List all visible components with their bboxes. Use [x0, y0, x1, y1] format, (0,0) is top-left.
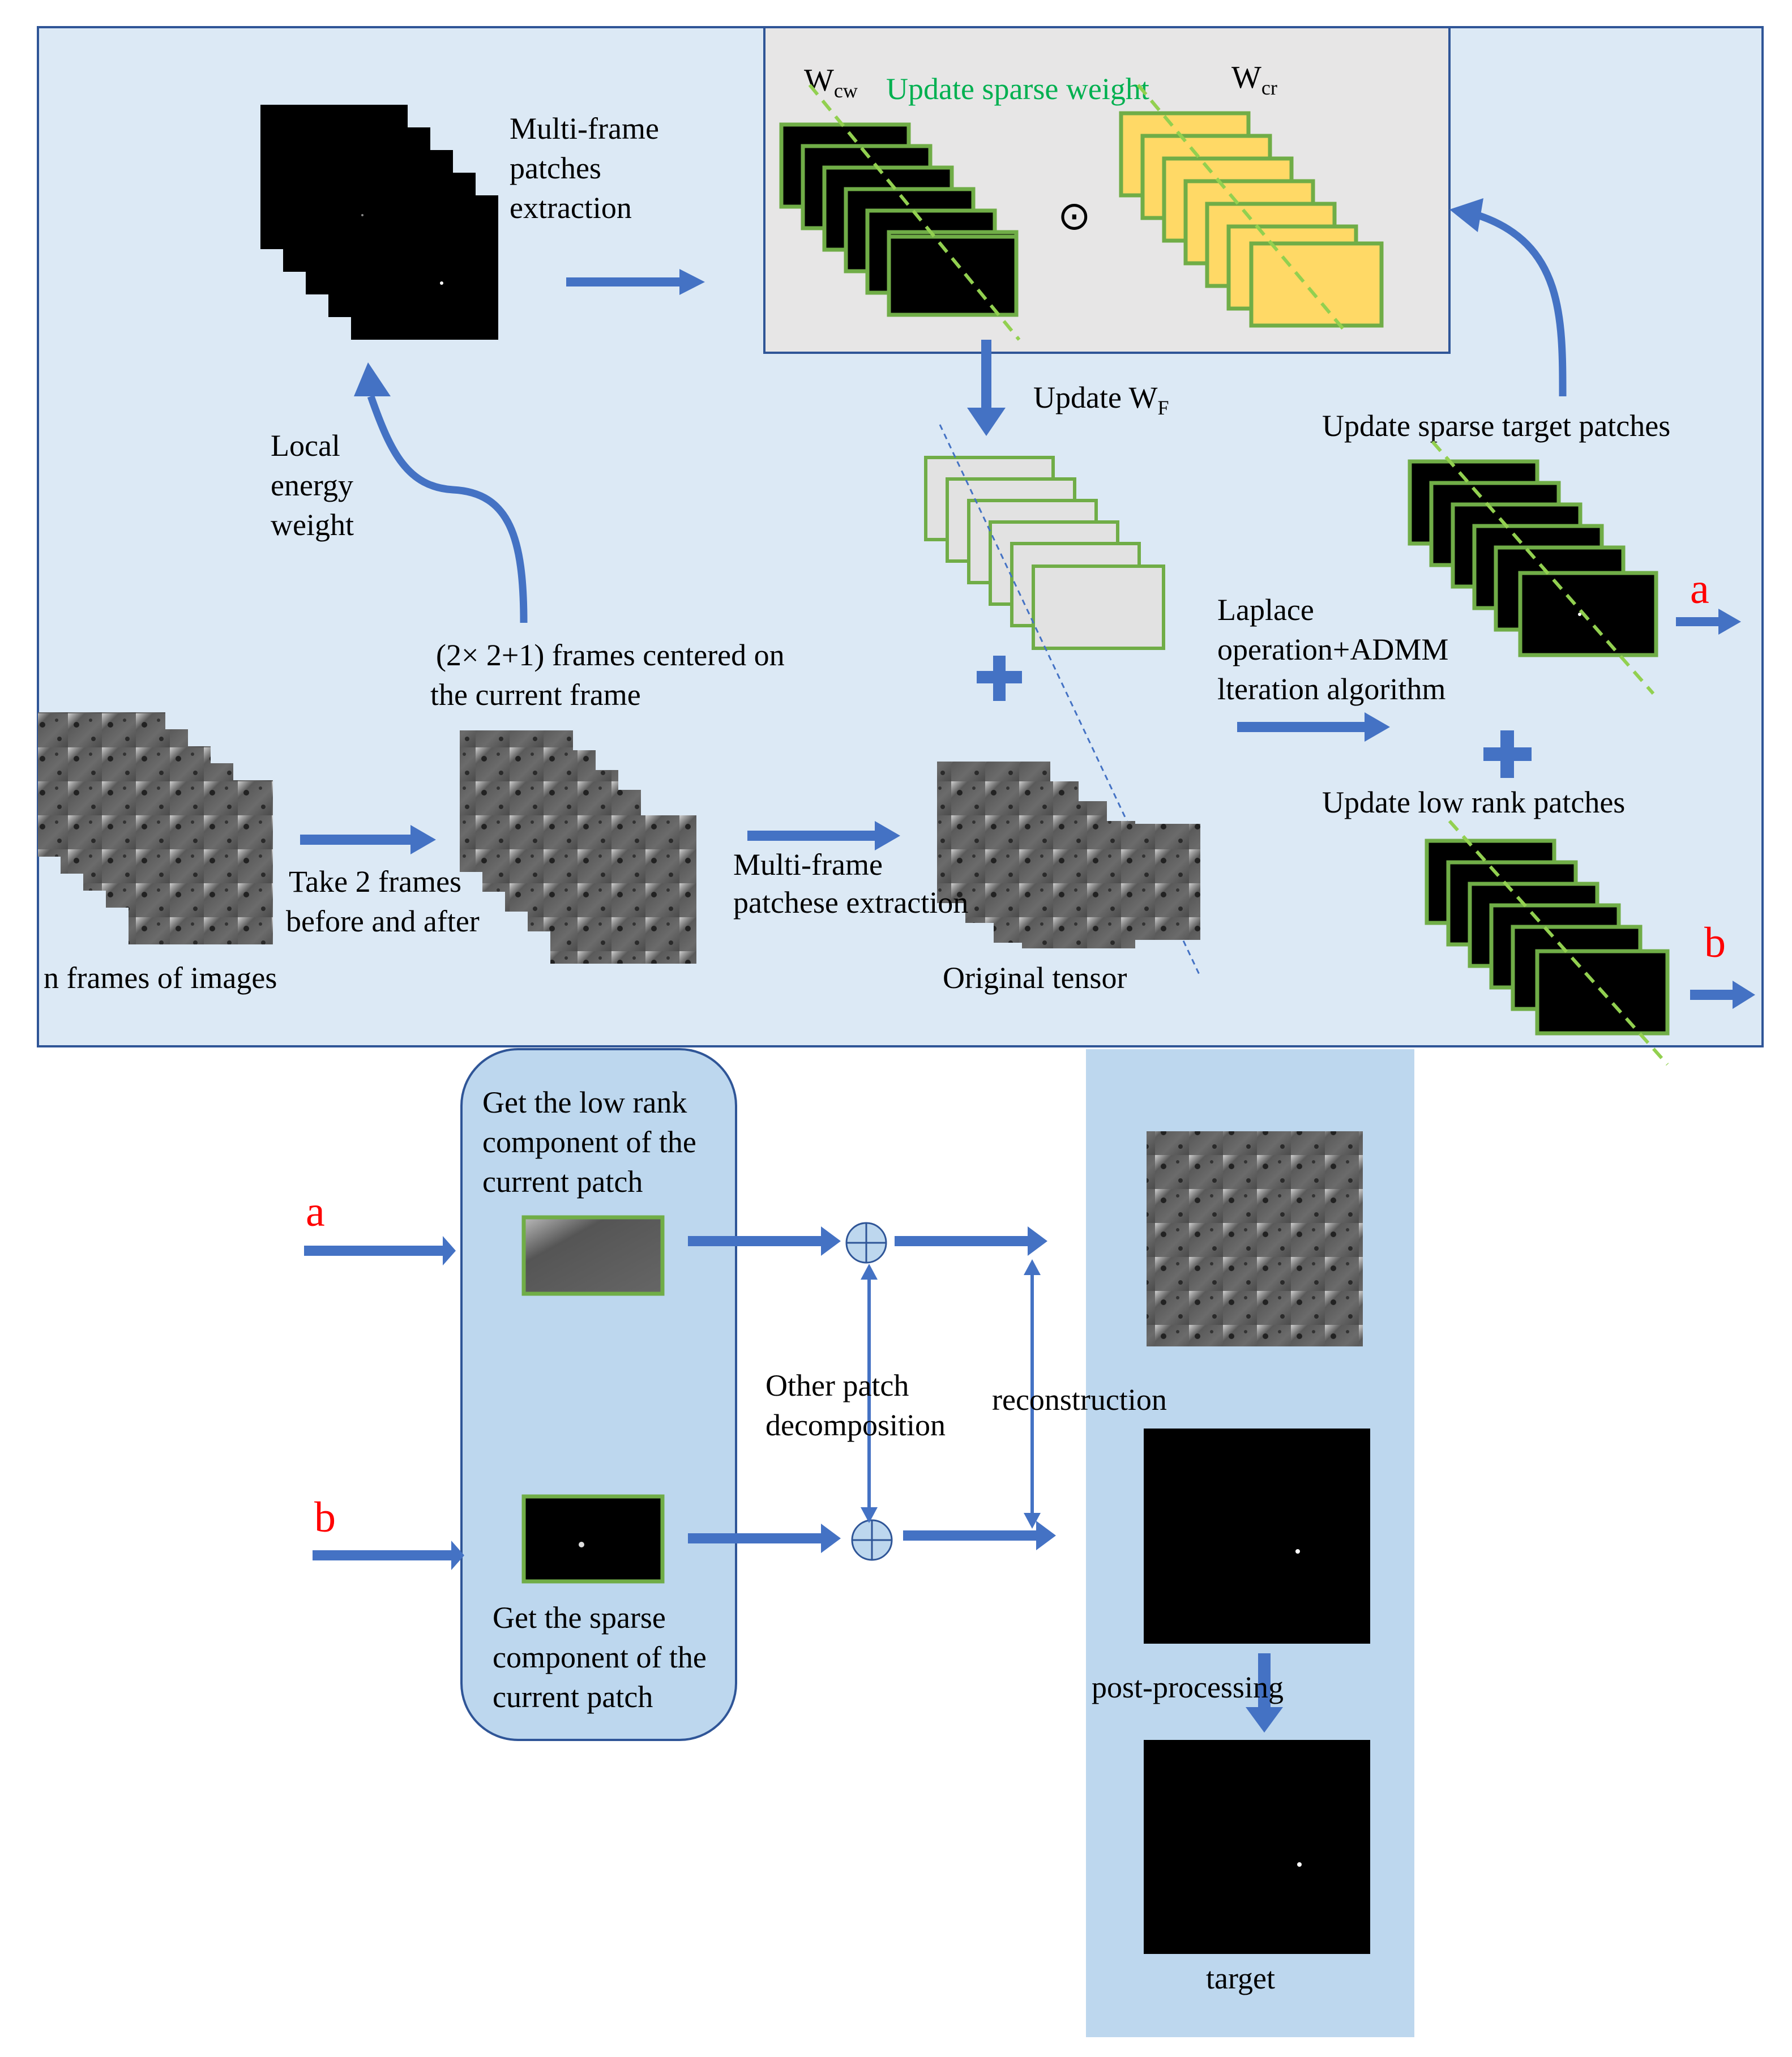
- arrow-other-patch: [861, 1264, 878, 1523]
- n-frames-stack: [38, 712, 273, 944]
- arrow-multi-frame-patchese: [747, 821, 900, 850]
- multi-frame-patchese-label: Multi-frame patchese extraction: [733, 848, 968, 920]
- arrow-low-rank-to-sum: [688, 1226, 841, 1256]
- arrow-patches-to-weight: [566, 269, 705, 295]
- reconstructed-target-dot: [1295, 1549, 1300, 1554]
- label-a-top: a: [1690, 565, 1709, 613]
- multi-frame-patches-label: Multi-frame patches extraction: [510, 112, 666, 225]
- arrow-a-in: [304, 1236, 456, 1265]
- w-cr-label: Wcr: [1231, 60, 1277, 99]
- sparse-target-diagonal: [1431, 441, 1655, 695]
- arrow-update-wf: [967, 340, 1006, 436]
- reconstruction-label: reconstruction: [992, 1383, 1167, 1417]
- reconstructed-target-image: [1144, 1429, 1370, 1644]
- update-low-rank-label: Update low rank patches: [1322, 785, 1625, 819]
- arrow-a-out: [1676, 609, 1741, 635]
- update-wf-label: Update WF: [1033, 380, 1169, 419]
- frames-centered-label: (2× 2+1) frames centered on the current …: [430, 638, 792, 712]
- label-a-bottom: a: [306, 1188, 325, 1235]
- sparse-patch-target-dot: [579, 1542, 584, 1547]
- arrow-take-2-frames: [300, 825, 436, 854]
- post-processing-label: post-processing: [1092, 1670, 1284, 1704]
- wf-stack: [924, 456, 1165, 650]
- arrow-sum-top-to-result: [895, 1226, 1047, 1256]
- sparse-patch-image: [521, 1494, 665, 1584]
- multi-frame-patches-stack: [260, 105, 498, 340]
- other-patch-label: Other patch decomposition: [765, 1369, 946, 1442]
- low-rank-component-label: Get the low rank component of the curren…: [482, 1085, 704, 1199]
- five-frames-stack: [460, 730, 696, 964]
- low-rank-patch-image: [521, 1215, 665, 1296]
- plus-low-rank: [1483, 730, 1532, 778]
- arrow-update-sparse-to-weight: [1449, 198, 1567, 397]
- label-b-top: b: [1704, 919, 1726, 967]
- arrow-b-in: [313, 1541, 464, 1570]
- arrow-laplace: [1237, 712, 1390, 742]
- reconstructed-background-image: [1147, 1131, 1363, 1346]
- w-cw-diagonal: [808, 84, 1021, 341]
- low-rank-stack: [1425, 839, 1670, 1036]
- arrow-reconstruction: [1024, 1259, 1041, 1529]
- low-rank-diagonal: [1448, 819, 1669, 1066]
- label-b-bottom: b: [314, 1494, 336, 1541]
- take-2-frames-label: Take 2 frames before and after: [286, 865, 480, 938]
- arrow-sum-bottom-to-result: [903, 1521, 1056, 1550]
- plus-original-tensor: [977, 656, 1022, 701]
- n-frames-label: n frames of images: [44, 961, 277, 995]
- w-cw-label: Wcw: [804, 63, 858, 102]
- sum-node-top: [845, 1222, 887, 1264]
- original-tensor-stack: [937, 762, 1200, 948]
- local-energy-weight-label: Local energy weight: [271, 429, 361, 542]
- arrow-b-out: [1690, 981, 1755, 1009]
- arrow-local-energy: [354, 362, 528, 623]
- arrow-sparse-to-sum: [688, 1524, 841, 1553]
- update-sparse-target-label: Update sparse target patches: [1322, 409, 1670, 443]
- target-dot: [1297, 1862, 1302, 1867]
- target-label: target: [1206, 1961, 1275, 1995]
- sum-node-bottom: [851, 1519, 893, 1561]
- laplace-admm-label: Laplace operation+ADMM lteration algorit…: [1217, 593, 1456, 706]
- original-tensor-label: Original tensor: [943, 961, 1127, 995]
- sparse-target-stack: [1408, 459, 1658, 657]
- arrow-post-processing: [1246, 1653, 1283, 1733]
- odot-symbol: ⊙: [1058, 195, 1091, 238]
- w-cw-stack: [779, 122, 1019, 317]
- w-cr-diagonal: [1136, 84, 1349, 335]
- update-sparse-weight-label: Update sparse weight: [886, 72, 1149, 106]
- sparse-component-label: Get the sparse component of the current …: [493, 1601, 714, 1714]
- target-image: [1144, 1740, 1370, 1954]
